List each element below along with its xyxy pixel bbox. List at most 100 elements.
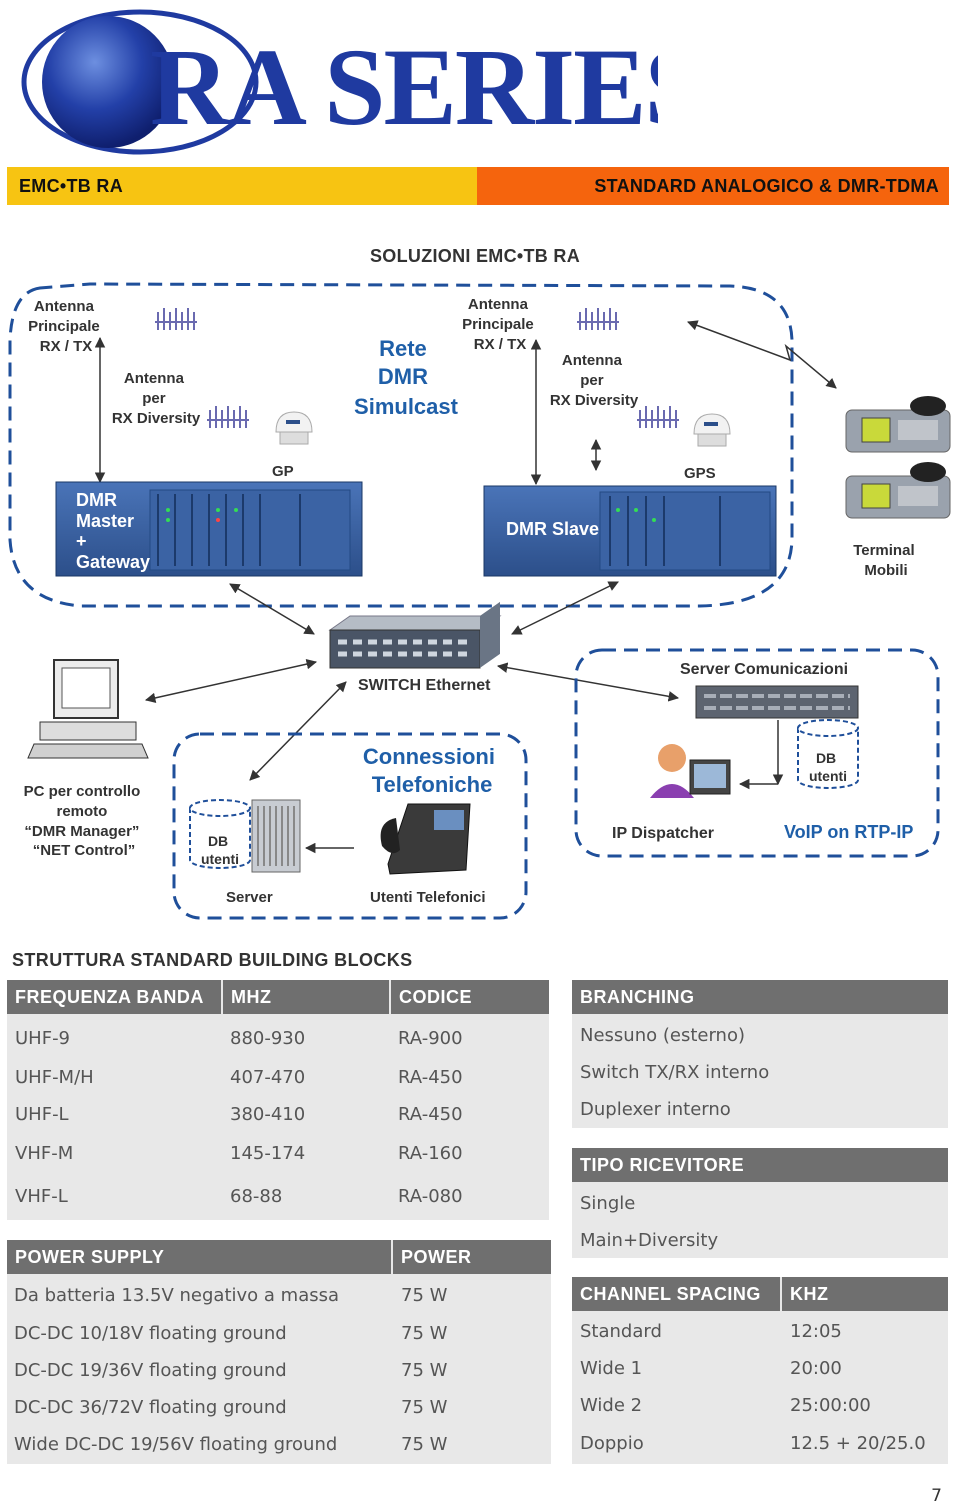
dmr-slave-rack (483, 485, 777, 577)
gps-antenna-icon (693, 413, 731, 447)
antenna-diversity-right-label: Antenna per RX Diversity (550, 352, 639, 409)
server-comunicazioni-label: Server Comunicazioni (680, 661, 848, 678)
product-band: EMC•TB RA (7, 167, 477, 205)
receiver-table: TIPO RICEVITORE Single Main+Diversity (572, 1148, 948, 1258)
branching-table: BRANCHING Nessuno (esterno) Switch TX/RX… (572, 980, 948, 1128)
table-cell: 75 W (401, 1360, 448, 1381)
antenna-icon (207, 406, 249, 428)
table-cell: RA-450 (398, 1067, 463, 1088)
connessioni-label: Connessioni Telefoniche (363, 744, 501, 797)
solutions-title: SOLUZIONI EMC•TB RA (370, 246, 580, 266)
db-utenti-right-label: DB utenti (809, 750, 847, 784)
table-cell: 407-470 (230, 1067, 306, 1088)
voip-label: VoIP on RTP-IP (784, 822, 913, 842)
table-cell: 380-410 (230, 1104, 306, 1125)
table-cell: Duplexer interno (580, 1099, 731, 1120)
table-cell: Wide 1 (580, 1358, 643, 1379)
network-diagram: Antenna Principale RX / TX Antenna per R… (8, 282, 951, 920)
table-header: MHZ (223, 980, 389, 1014)
database-icon (797, 719, 859, 789)
server-comunicazioni-boundary (574, 648, 940, 858)
table-cell: UHF-L (15, 1104, 69, 1125)
antenna-diversity-left-label: Antenna per RX Diversity (112, 370, 201, 427)
logo-text: RA SERIES (150, 26, 658, 148)
antenna-icon (155, 308, 197, 330)
table-cell: RA-450 (398, 1104, 463, 1125)
terminal-mobili-label: Terminal Mobili (853, 542, 919, 579)
table-cell: Main+Diversity (580, 1230, 719, 1251)
table-cell: VHF-L (15, 1186, 68, 1207)
table-cell: 68-88 (230, 1186, 283, 1207)
table-cell: 25:00:00 (790, 1395, 871, 1416)
table-cell: 75 W (401, 1285, 448, 1306)
ip-dispatcher-label: IP Dispatcher (612, 825, 714, 842)
table-cell: Switch TX/RX interno (580, 1062, 770, 1083)
dmr-master-label: DMR Master + Gateway (76, 490, 150, 572)
utenti-telefonici-label: Utenti Telefonici (370, 889, 486, 906)
ethernet-switch-icon (328, 601, 502, 669)
table-header: POWER (393, 1240, 551, 1274)
pc-workstation-icon (27, 659, 149, 759)
mobile-terminal-icon (845, 396, 951, 453)
table-cell: RA-900 (398, 1028, 463, 1049)
table-cell: Wide DC-DC 19/56V floating ground (14, 1434, 338, 1455)
table-cell: 145-174 (230, 1143, 306, 1164)
rack-server-icon (695, 685, 859, 719)
table-cell: DC-DC 36/72V floating ground (14, 1397, 287, 1418)
db-utenti-left-label: DB utenti (201, 833, 239, 867)
server-label: Server (226, 889, 273, 906)
antenna-icon (637, 406, 679, 428)
table-cell: RA-160 (398, 1143, 463, 1164)
gps-antenna-icon (275, 411, 313, 445)
table-cell: Nessuno (esterno) (580, 1025, 745, 1046)
table-cell: RA-080 (398, 1186, 463, 1207)
globe-icon (42, 16, 174, 148)
table-cell: DC-DC 10/18V floating ground (14, 1323, 287, 1344)
table-cell: 20:00 (790, 1358, 842, 1379)
table-header: FREQUENZA BANDA (7, 980, 221, 1014)
structure-title: STRUTTURA STANDARD BUILDING BLOCKS (12, 950, 413, 970)
table-cell: Single (580, 1193, 636, 1214)
dmr-master-rack (55, 481, 363, 577)
ra-series-logo: RA SERIES (21, 9, 658, 155)
switch-ethernet-label: SWITCH Ethernet (358, 677, 491, 694)
table-cell: VHF-M (15, 1143, 74, 1164)
page-number: 7 (931, 1486, 942, 1506)
antenna-main-right-label: Antenna Principale RX / TX (462, 296, 538, 353)
table-cell: UHF-M/H (15, 1067, 94, 1088)
table-cell: DC-DC 19/36V floating ground (14, 1360, 287, 1381)
table-header: CHANNEL SPACING (572, 1277, 780, 1311)
table-cell: 75 W (401, 1323, 448, 1344)
telephone-boundary (172, 732, 528, 920)
ip-dispatcher-icon (650, 744, 731, 798)
table-header: TIPO RICEVITORE (572, 1148, 948, 1182)
table-cell: 12.5 + 20/25.0 (790, 1433, 926, 1454)
table-cell: 880-930 (230, 1028, 306, 1049)
table-header: BRANCHING (572, 980, 948, 1014)
table-cell: UHF-9 (15, 1028, 71, 1049)
table-cell: Standard (580, 1321, 662, 1342)
pc-remote-label: PC per controllo remoto “DMR Manager” “N… (24, 783, 145, 859)
server-chassis-icon (251, 799, 301, 873)
table-cell: 12:05 (790, 1321, 842, 1342)
dmr-slave-label: DMR Slave (506, 519, 599, 539)
frequency-table: FREQUENZA BANDA MHZ CODICE UHF-9 880-930… (7, 980, 549, 1220)
table-header: KHZ (782, 1277, 948, 1311)
mobile-terminal-icon (845, 462, 951, 519)
table-cell: Doppio (580, 1433, 644, 1454)
antenna-main-left-label: Antenna Principale RX / TX (28, 298, 104, 355)
gps-right-label: GPS (684, 465, 716, 482)
desk-phone-icon (380, 803, 471, 875)
database-icon (189, 799, 251, 869)
gps-left-label: GP (272, 463, 294, 480)
table-header: CODICE (391, 980, 549, 1014)
antenna-icon (577, 308, 619, 330)
table-cell: 75 W (401, 1434, 448, 1455)
rete-dmr-label: Rete DMR Simulcast (354, 336, 459, 419)
table-cell: 75 W (401, 1397, 448, 1418)
power-table: POWER SUPPLY POWER Da batteria 13.5V neg… (7, 1240, 551, 1464)
table-header: POWER SUPPLY (7, 1240, 391, 1274)
channel-spacing-table: CHANNEL SPACING KHZ Standard 12:05 Wide … (572, 1277, 948, 1464)
table-cell: Da batteria 13.5V negativo a massa (14, 1285, 340, 1306)
standard-band: STANDARD ANALOGICO & DMR-TDMA (477, 167, 949, 205)
